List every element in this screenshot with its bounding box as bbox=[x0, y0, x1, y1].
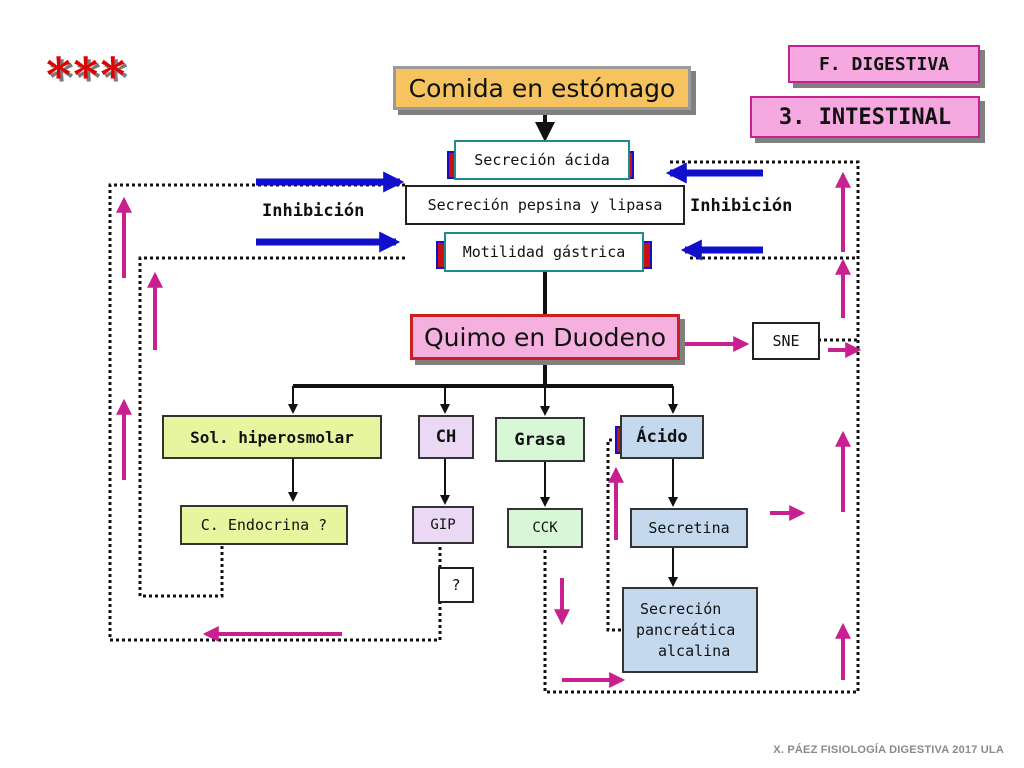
node-sne: SNE bbox=[752, 322, 820, 360]
node-sol-hiperosmolar: Sol. hiperosmolar bbox=[162, 415, 382, 459]
node-secrecion-acida: Secreción ácida bbox=[454, 140, 630, 180]
node-ch: CH bbox=[418, 415, 474, 459]
footer-credit: X. PÁEZ FISIOLOGÍA DIGESTIVA 2017 ULA bbox=[773, 744, 1004, 756]
stars-decoration: *** bbox=[46, 48, 128, 104]
loop-inner-top bbox=[138, 256, 405, 598]
node-c-endocrina: C. Endocrina ? bbox=[180, 505, 348, 545]
branch-arrows bbox=[288, 386, 678, 587]
node-secrecion-pancreatica: Secreción pancreática alcalina bbox=[622, 587, 758, 673]
inhibition-arrows bbox=[256, 162, 763, 261]
node-comida-en-estomago: Comida en estómago bbox=[393, 66, 691, 110]
pancreatica-line-3: alcalina bbox=[658, 641, 731, 660]
main-flow-arrows bbox=[293, 110, 673, 388]
label-inhibicion-left: Inhibición bbox=[262, 201, 365, 221]
pancreatica-line-1: Secreción bbox=[640, 599, 722, 618]
label-inhibicion-right: Inhibición bbox=[690, 196, 793, 216]
node-grasa: Grasa bbox=[495, 417, 585, 462]
loop-acido bbox=[606, 438, 622, 632]
node-quimo-en-duodeno: Quimo en Duodeno bbox=[410, 314, 680, 360]
node-secrecion-pepsina-lipasa: Secreción pepsina y lipasa bbox=[405, 185, 685, 225]
node-cck: CCK bbox=[507, 508, 583, 548]
dotted-feedback-loops bbox=[108, 160, 860, 694]
node-motilidad-gastrica: Motilidad gástrica bbox=[444, 232, 644, 272]
pathway-arrows bbox=[116, 171, 862, 688]
pancreatica-line-2: pancreática bbox=[636, 620, 736, 639]
tag-f-digestiva: F. DIGESTIVA bbox=[788, 45, 980, 83]
tag-intestinal: 3. INTESTINAL bbox=[750, 96, 980, 138]
node-question: ? bbox=[438, 567, 474, 603]
loop-outer-top bbox=[108, 183, 442, 642]
node-acido: Ácido bbox=[620, 415, 704, 459]
node-secretina: Secretina bbox=[630, 508, 748, 548]
node-gip: GIP bbox=[412, 506, 474, 544]
